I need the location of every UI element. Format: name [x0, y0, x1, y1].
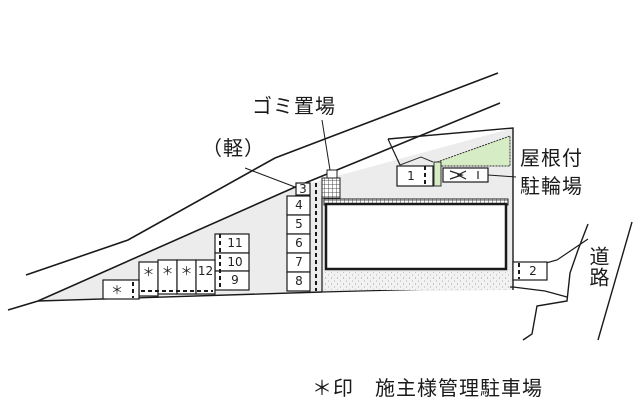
parking-space-4: 4 [295, 198, 303, 212]
garbage-area [321, 177, 341, 199]
road-edge-top [25, 72, 499, 276]
parking-space-2-box [512, 261, 548, 281]
owner-parking-d: ＊ [110, 283, 123, 297]
building [324, 202, 508, 271]
legend-owner-parking: ＊印 施主様管理駐車場 [312, 376, 543, 400]
owner-parking-c: ＊ [180, 264, 193, 278]
kei-label: （軽） [202, 136, 265, 160]
bike-parking-label-2: 駐輪場 [520, 174, 583, 198]
owner-parking-a: ＊ [142, 265, 155, 279]
parking-space-3: 3 [299, 182, 307, 196]
parking-space-2: 2 [529, 264, 537, 278]
bike-parking-label-1: 屋根付 [520, 146, 583, 170]
parking-space-6: 6 [295, 236, 303, 250]
parking-column-3-8 [286, 182, 311, 292]
bike-parking-box [442, 167, 489, 183]
parking-space-12: 12 [197, 264, 214, 278]
parking-space-8: 8 [295, 274, 303, 288]
parking-space-10: 10 [227, 255, 243, 269]
parking-space-11: 11 [227, 236, 243, 250]
road-edge-bottom [7, 102, 501, 311]
parking-space-9: 9 [231, 273, 239, 287]
garbage-area-label: ゴミ置場 [252, 94, 336, 118]
parking-space-7: 7 [295, 255, 303, 269]
leader-kei [244, 167, 296, 188]
road-right-edge [522, 223, 589, 341]
parking-column-9-11 [214, 233, 250, 291]
parking-space-5: 5 [295, 217, 303, 231]
leader-garbage [321, 119, 331, 171]
owner-parking-b: ＊ [161, 264, 174, 278]
parking-row-12 [102, 259, 216, 300]
road-label: 道路 [586, 246, 610, 288]
gravel-area [324, 272, 510, 290]
parking-space-1: 1 [407, 169, 415, 183]
